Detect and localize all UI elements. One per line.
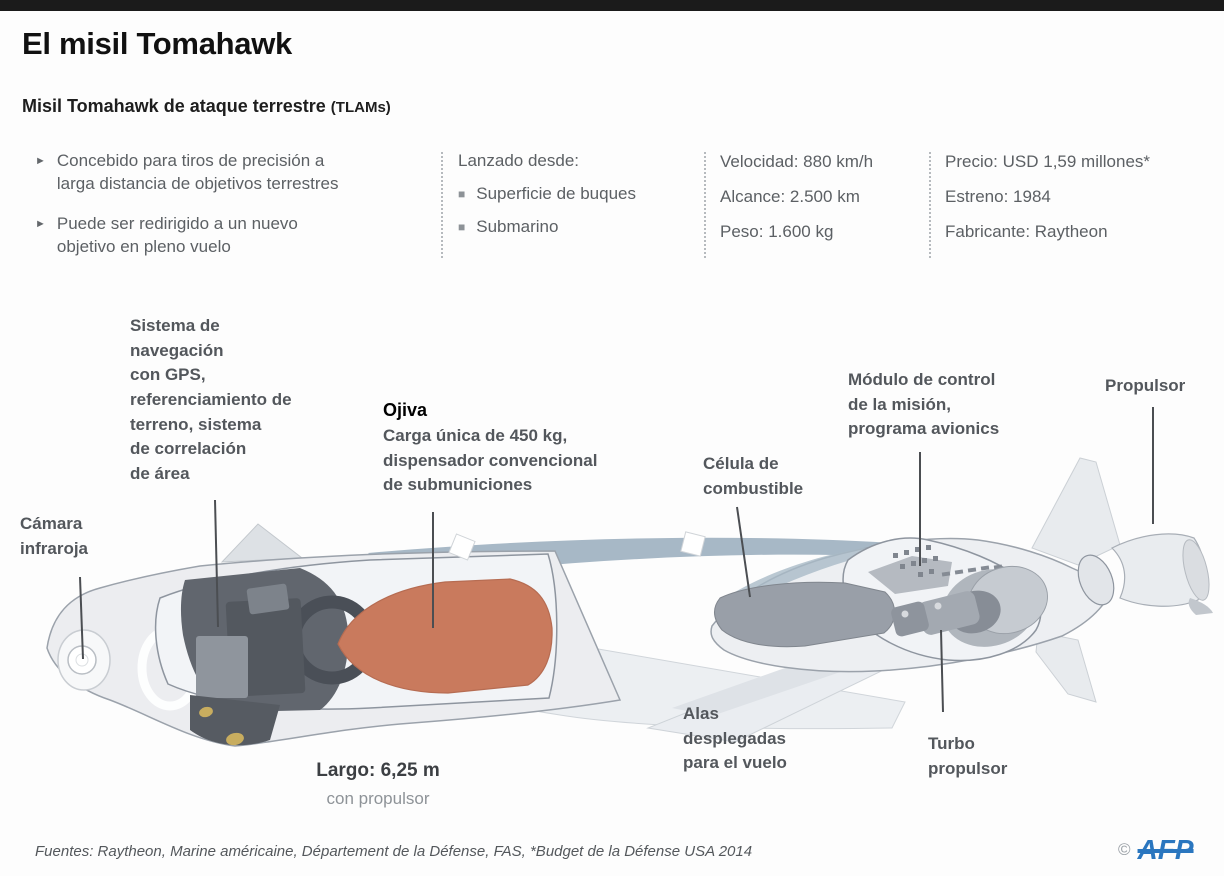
- spec-debut: Estreno: 1984: [945, 186, 1051, 206]
- dotted-divider: [704, 152, 706, 258]
- spec-speed: Velocidad: 880 km/h: [720, 152, 874, 171]
- rear-body-blue-edge: [722, 545, 912, 613]
- arrow-bullet-icon: ►: [35, 155, 46, 167]
- top-bar: [0, 0, 1224, 11]
- label-warhead-title: Ojiva: [383, 400, 428, 420]
- turbo-engine-shape: [891, 565, 1049, 647]
- propulsor-shape: [1110, 533, 1213, 615]
- copyright-icon: ©: [1118, 840, 1131, 859]
- wing-latch-tabs: [448, 531, 706, 561]
- label-length-note: con propulsor: [326, 789, 430, 808]
- spec-price: Precio: USD 1,59 millones*: [945, 152, 1151, 171]
- leader-lines: [79, 407, 1154, 713]
- subtitle-note: (TLAMs): [330, 99, 391, 116]
- arrow-bullet-icon: ►: [35, 217, 46, 230]
- label-warhead-desc: Carga única de 450 kg, dispensador conve…: [383, 426, 598, 495]
- bullet-text: Puede ser redirigido a un nuevo objetivo…: [56, 213, 298, 256]
- specs-program: Precio: USD 1,59 millones* Estreno: 1984…: [945, 151, 1215, 256]
- sources-note: Fuentes: Raytheon, Marine américaine, Dé…: [35, 843, 753, 860]
- page-subtitle: Misil Tomahawk de ataque terrestre (TLAM…: [22, 96, 391, 117]
- guidance-equipment-shape: [180, 568, 377, 746]
- square-bullet-icon: ■: [458, 186, 466, 201]
- leader-nav: [214, 499, 219, 628]
- label-mission-control-module: Módulo de control de la misión, programa…: [848, 370, 1000, 439]
- afp-brand-text: AFP: [1137, 834, 1194, 865]
- tail-opening: [1077, 554, 1115, 606]
- launch-item-text: Submarino: [476, 216, 559, 236]
- subtitle-text: Misil Tomahawk de ataque terrestre: [22, 96, 326, 116]
- warhead-shape: [337, 578, 553, 694]
- label-navigation-system: Sistema de navegación con GPS, referenci…: [130, 316, 292, 483]
- missile-front-section: [46, 550, 622, 747]
- leader-turbo: [940, 629, 944, 713]
- spec-manufacturer: Fabricante: Raytheon: [945, 221, 1108, 241]
- stowed-wing-band: [368, 537, 1005, 580]
- spec-weight: Peso: 1.600 kg: [720, 221, 834, 241]
- mission-module-shape: [868, 556, 952, 594]
- spec-range: Alcance: 2.500 km: [720, 186, 860, 206]
- afp-logo: © AFP: [1118, 834, 1194, 866]
- key-points-list: ► Concebido para tiros de precisión a la…: [35, 150, 435, 276]
- launch-platforms: Lanzado desde: ■ Superficie de buques ■ …: [458, 150, 698, 239]
- dotted-divider: [441, 152, 443, 258]
- label-turbo-propulsor: Turbo propulsor: [928, 734, 1008, 778]
- list-item: ■ Submarino: [458, 216, 698, 239]
- label-length: Largo: 6,25 m: [316, 760, 440, 781]
- list-item: ► Concebido para tiros de precisión a la…: [35, 150, 435, 196]
- label-infrared-camera: Cámara infraroja: [20, 514, 89, 558]
- label-deployed-wings: Alas desplegadas para el vuelo: [683, 704, 787, 773]
- fuel-cell-shape: [714, 581, 896, 648]
- page-title: El misil Tomahawk: [22, 26, 292, 61]
- leader-camera: [79, 576, 84, 660]
- tail-fin-lower: [1035, 631, 1097, 703]
- leader-fuel: [736, 506, 751, 598]
- avionics-dashes: [941, 564, 1003, 577]
- dotted-divider: [929, 152, 931, 258]
- specs-performance: Velocidad: 880 km/h Alcance: 2.500 km Pe…: [720, 151, 925, 256]
- launch-title: Lanzado desde:: [458, 151, 579, 170]
- bullet-text: Concebido para tiros de precisión a larg…: [56, 151, 339, 193]
- mission-module-dots: [893, 545, 938, 577]
- list-item: ► Puede ser redirigido a un nuevo objeti…: [35, 213, 435, 259]
- launch-item-text: Superficie de buques: [476, 183, 636, 203]
- tail-fin-upper: [1031, 457, 1121, 566]
- list-item: ■ Superficie de buques: [458, 183, 698, 206]
- label-propulsor: Propulsor: [1105, 376, 1186, 395]
- label-fuel-cell: Célula de combustible: [703, 454, 804, 498]
- missile-rear-section: [710, 533, 1213, 673]
- square-bullet-icon: ■: [458, 219, 466, 234]
- front-top-fin: [220, 523, 304, 563]
